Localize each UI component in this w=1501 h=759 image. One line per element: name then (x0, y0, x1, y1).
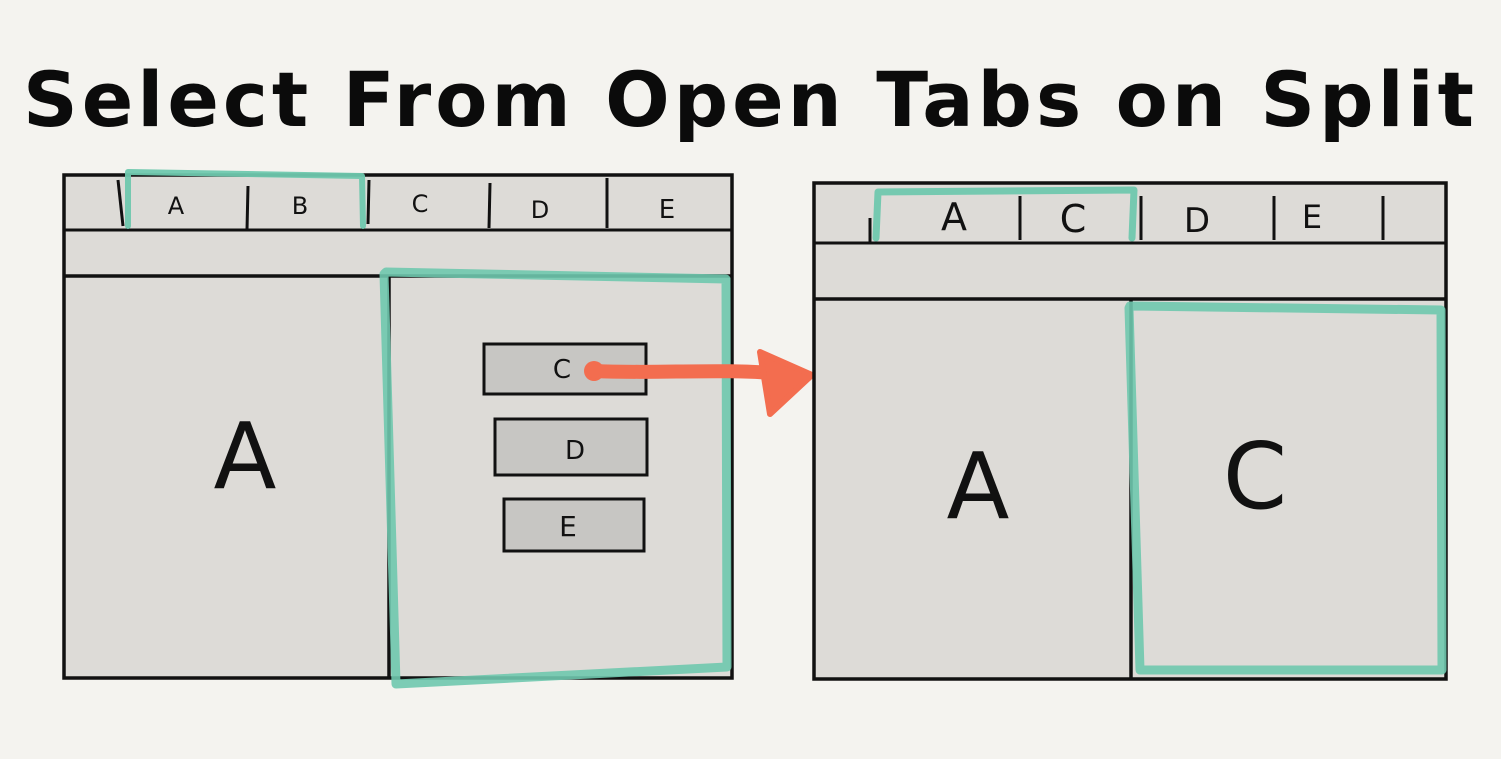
transition-arrow (584, 349, 815, 417)
menu-item-e[interactable]: E (559, 510, 577, 543)
menu-item-c[interactable]: C (553, 355, 571, 385)
menu-item-e-box[interactable] (502, 497, 646, 553)
before-tab-c[interactable]: C (412, 190, 429, 218)
arrow-shaft (587, 364, 793, 381)
after-tab-e[interactable]: E (1302, 198, 1322, 236)
before-tabgroup-highlight (125, 169, 366, 229)
after-tabgroup-highlight (872, 186, 1138, 242)
after-right-pane-highlight (1124, 301, 1447, 675)
before-tab-separator (116, 179, 125, 227)
before-window: A B C D E A C D E (62, 169, 734, 689)
diagram-title: Select From Open Tabs on Split (22, 55, 1478, 144)
menu-item-d[interactable]: D (565, 436, 585, 466)
before-tab-separator (487, 182, 492, 229)
menu-item-d-box[interactable] (493, 417, 649, 477)
after-right-pane-label: C (1223, 423, 1287, 530)
after-tab-a[interactable]: A (941, 195, 967, 239)
before-right-pane-highlight (379, 267, 732, 689)
before-tab-e[interactable]: E (659, 195, 675, 225)
after-left-pane-label: A (947, 433, 1010, 540)
before-tab-d[interactable]: D (531, 196, 549, 224)
before-tab-separator (245, 185, 250, 231)
before-left-pane-label: A (214, 403, 277, 510)
after-tab-d[interactable]: D (1184, 201, 1210, 241)
before-tab-b[interactable]: B (292, 192, 308, 220)
before-tab-a[interactable]: A (168, 192, 185, 220)
after-window: A C D E A C (812, 181, 1448, 681)
after-tab-c[interactable]: C (1060, 197, 1087, 241)
arrow-head (757, 349, 815, 417)
before-tab-separator (366, 179, 371, 225)
